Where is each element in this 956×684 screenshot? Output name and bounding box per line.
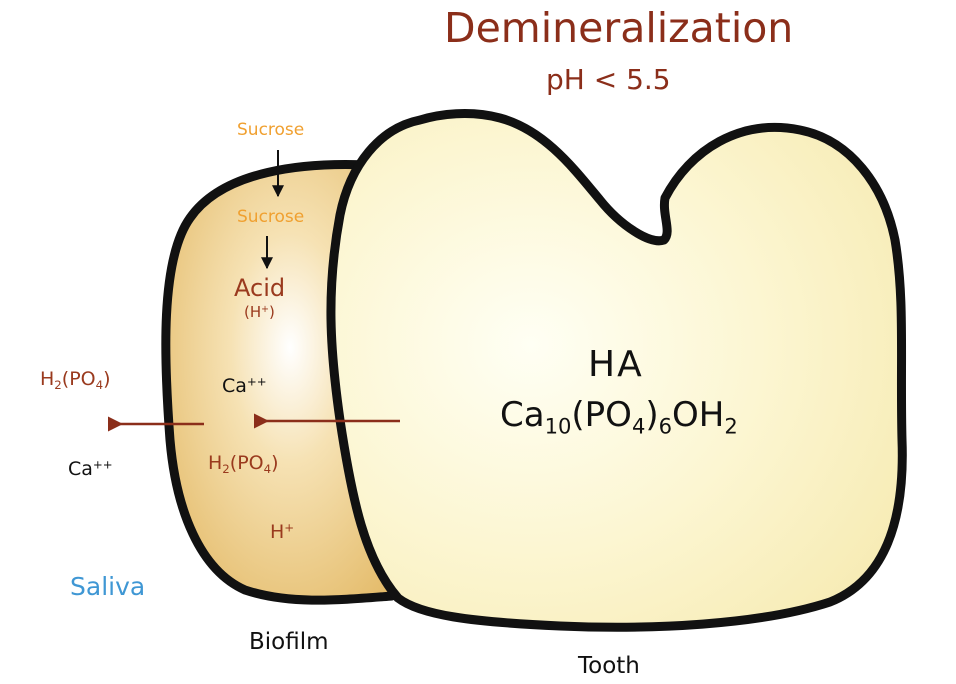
acid-h-plus-label: (H+) (244, 303, 275, 321)
diagram-subtitle: pH < 5.5 (546, 63, 671, 96)
biofilm-label: Biofilm (249, 629, 329, 655)
sucrose-label-mid: Sucrose (237, 207, 305, 227)
sucrose-label-top: Sucrose (237, 120, 305, 140)
tooth-shape (326, 109, 907, 632)
acid-label: Acid (234, 274, 286, 302)
tooth-label: Tooth (578, 653, 640, 679)
biofilm-ca-label: Ca++ (222, 374, 267, 397)
biofilm-h2po4-label: H2(PO4) (208, 452, 279, 477)
ha-label: HA (588, 344, 644, 385)
saliva-ca-label: Ca++ (68, 457, 113, 480)
saliva-h2po4-label: H2(PO4) (40, 368, 111, 393)
saliva-label: Saliva (70, 572, 146, 601)
diagram-title: Demineralization (444, 4, 794, 52)
biofilm-h-plus-label: H+ (270, 520, 295, 543)
hydroxyapatite-formula: Ca10(PO4)6OH2 (500, 395, 738, 439)
